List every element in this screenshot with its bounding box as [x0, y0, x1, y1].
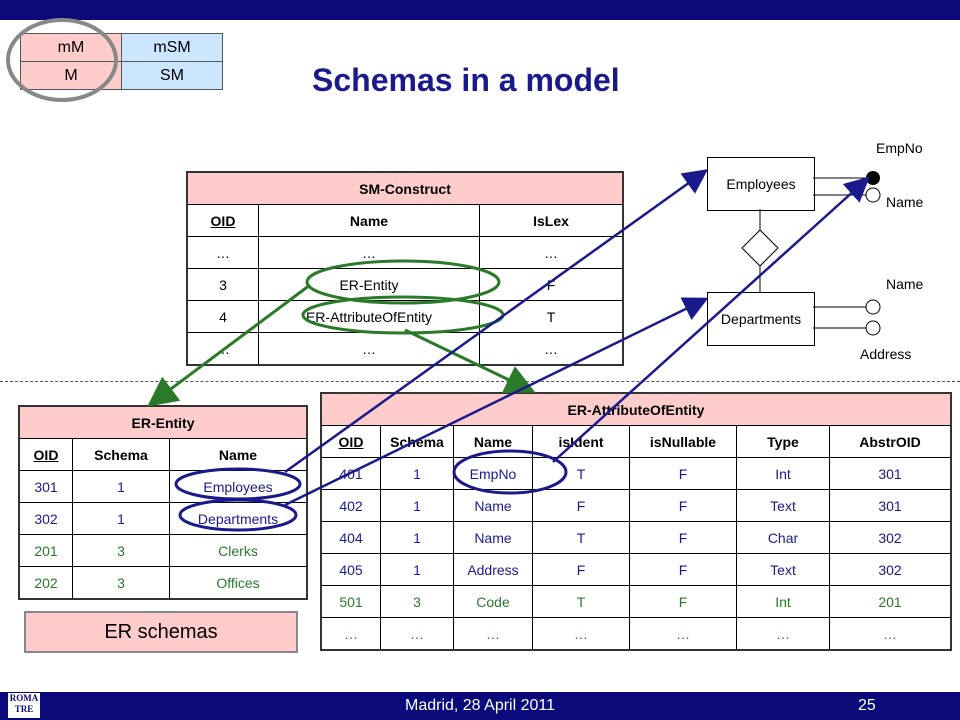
col-header: OID	[18, 438, 73, 471]
attr-name-circle	[865, 187, 881, 203]
cell: …	[186, 236, 259, 269]
cell: Offices	[169, 566, 308, 600]
table-row: …………………	[320, 617, 952, 651]
attr-label-address: Address	[860, 346, 912, 362]
blue-ellipse-departments	[178, 498, 298, 532]
cell: …	[479, 332, 624, 366]
table-row: 4 ER-AttributeOfEntity T	[186, 300, 624, 333]
cell: 201	[18, 534, 73, 567]
cell: …	[320, 617, 381, 651]
cell: ER-AttributeOfEntity	[258, 300, 480, 333]
cell: 201	[829, 585, 952, 618]
relationship-diamond	[741, 229, 779, 267]
cell: …	[829, 617, 952, 651]
cell: T	[532, 585, 630, 618]
employees-entity: Employees	[707, 157, 815, 211]
cell: …	[453, 617, 533, 651]
cell: 1	[380, 489, 454, 522]
table-row: 201 3 Clerks	[18, 534, 308, 567]
divider-line	[0, 381, 960, 382]
col-header: Name	[169, 438, 308, 471]
cell: …	[629, 617, 737, 651]
cell: 301	[18, 470, 73, 503]
table-row: … … …	[186, 332, 624, 366]
sm-construct-title: SM-Construct	[186, 171, 624, 205]
er-entity-title: ER-Entity	[18, 405, 308, 439]
green-ellipse-er-entity	[305, 259, 501, 305]
er-attribute-table: ER-AttributeOfEntity OID Schema Name isI…	[320, 392, 952, 651]
legend-SM: SM	[121, 61, 223, 90]
cell: EmpNo	[453, 457, 533, 490]
cell: F	[629, 585, 737, 618]
cell: F	[629, 457, 737, 490]
cell: 501	[320, 585, 381, 618]
cell: 3	[186, 268, 259, 301]
cell: Text	[736, 553, 830, 586]
departments-entity: Departments	[707, 292, 815, 346]
blue-ellipse-empno	[452, 449, 568, 495]
col-header: OID	[186, 204, 259, 237]
col-header: AbstrOID	[829, 425, 952, 458]
cell: Int	[736, 585, 830, 618]
cell: Name	[453, 489, 533, 522]
cell: Clerks	[169, 534, 308, 567]
cell: F	[629, 521, 737, 554]
attr-address-circle	[865, 320, 881, 336]
cell: Name	[453, 521, 533, 554]
table-row: 202 3 Offices	[18, 566, 308, 600]
col-header: Type	[736, 425, 830, 458]
cell: Code	[453, 585, 533, 618]
cell: …	[532, 617, 630, 651]
er-attribute-title: ER-AttributeOfEntity	[320, 392, 952, 426]
cell: 1	[380, 521, 454, 554]
cell: 1	[72, 470, 170, 503]
cell: 302	[829, 553, 952, 586]
green-arrow-to-er-attribute	[404, 328, 536, 394]
legend-M: M	[20, 61, 122, 90]
sm-construct-table: SM-Construct OID Name IsLex … … … 3 ER-E…	[186, 171, 624, 366]
table-row: 4011EmpNoTFInt301	[320, 457, 952, 490]
cell: …	[736, 617, 830, 651]
blue-arrow-to-empno	[552, 176, 870, 463]
attr-name-circle	[865, 299, 881, 315]
blue-arrow-to-employees	[284, 169, 709, 474]
cell: F	[479, 268, 624, 301]
legend-mSM: mSM	[121, 33, 223, 62]
col-header: Name	[258, 204, 480, 237]
cell: F	[629, 489, 737, 522]
cell: Address	[453, 553, 533, 586]
attr-empno-identifier	[866, 171, 880, 185]
col-header: IsLex	[479, 204, 624, 237]
top-bar	[0, 0, 960, 20]
cell: 202	[18, 566, 73, 600]
cell: 3	[72, 566, 170, 600]
table-row: 301 1 Employees	[18, 470, 308, 503]
page-number: 25	[858, 697, 876, 714]
legend-highlight-ellipse	[6, 18, 118, 102]
slide-title: Schemas in a model	[312, 62, 620, 98]
footer-text: Madrid, 28 April 2011	[404, 697, 555, 714]
green-arrow-to-er-entity	[147, 283, 311, 407]
blue-ellipse-employees	[174, 467, 302, 501]
attr-label-empno: EmpNo	[876, 140, 923, 156]
attr-label-name: Name	[886, 276, 924, 292]
level-legend: mM mSM M SM	[20, 33, 223, 90]
blue-arrow-to-departments	[284, 297, 709, 507]
cell: 1	[380, 553, 454, 586]
bottom-bar	[0, 692, 960, 720]
cell: 3	[72, 534, 170, 567]
er-schemas-label: ER schemas	[24, 611, 298, 653]
cell: 4	[186, 300, 259, 333]
cell: Char	[736, 521, 830, 554]
attr-label-name: Name	[886, 194, 924, 210]
